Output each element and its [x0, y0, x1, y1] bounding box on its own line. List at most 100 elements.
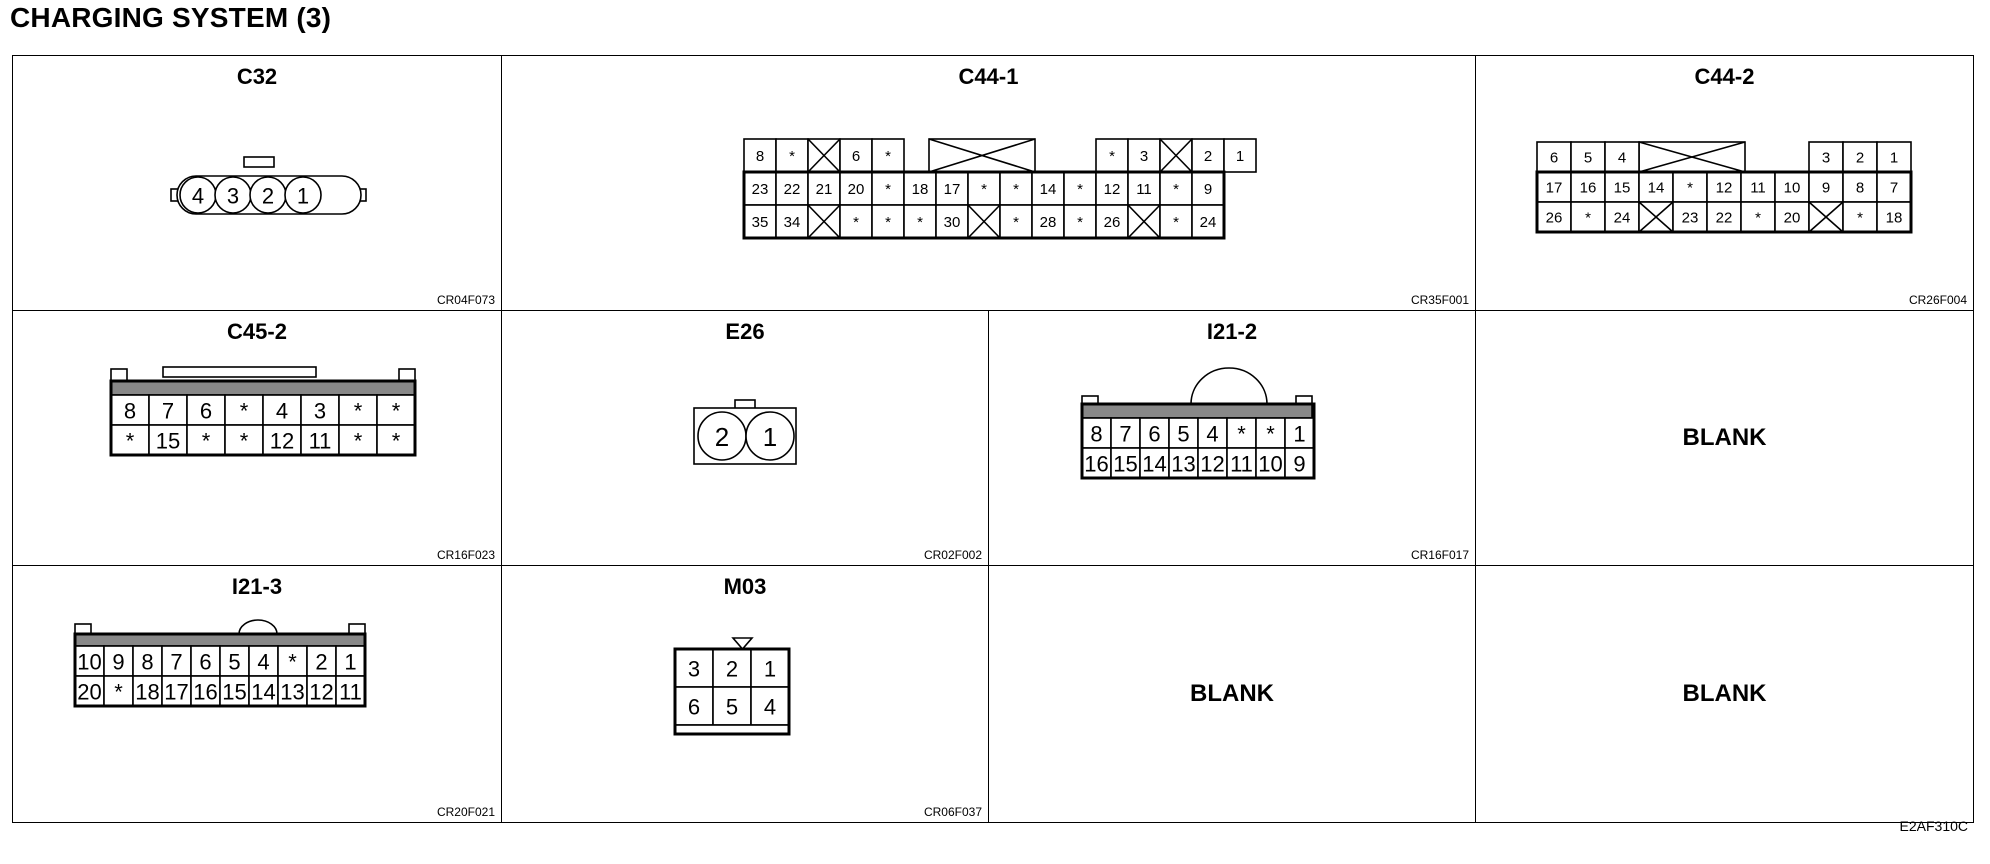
unused-pin-mark: *: [1755, 210, 1761, 227]
unused-pin-mark: *: [240, 429, 249, 454]
pin-number: 1: [297, 184, 309, 209]
pin-number: 5: [1177, 422, 1189, 447]
pin-number: 3: [227, 184, 239, 209]
pin-number: 12: [1200, 452, 1224, 477]
pin-number: 30: [944, 214, 961, 231]
pin-cell: [1063, 171, 1097, 206]
figure-code-footer: E2AF310C: [1899, 818, 1968, 834]
pin-number: 9: [1822, 180, 1830, 197]
pin-cell: [224, 394, 264, 426]
pin-number: 2: [1856, 150, 1864, 167]
connector-latch: [243, 156, 275, 168]
unused-pin-mark: *: [354, 429, 363, 454]
pin-number: 10: [1784, 180, 1801, 197]
connector-latch: [162, 366, 317, 378]
pin-number: 3: [1822, 150, 1830, 167]
pin-number: 10: [1258, 452, 1282, 477]
pin-number: 8: [1090, 422, 1102, 447]
unused-pin-mark: *: [885, 181, 891, 198]
pin-cell: [1842, 141, 1878, 173]
pin-one-triangle-marker: [731, 637, 754, 651]
pin-cell: [1197, 447, 1228, 479]
unused-pin-mark: *: [853, 214, 859, 231]
pin-number: 12: [270, 429, 294, 454]
pin-number: 6: [1550, 150, 1558, 167]
pin-number: 22: [784, 181, 801, 198]
connector-outline: [73, 632, 367, 708]
pin-number: 9: [1293, 452, 1305, 477]
pin-number: 13: [280, 680, 304, 705]
pin-number: 2: [715, 422, 729, 452]
pin-number: 7: [1119, 422, 1131, 447]
pin-number: 23: [752, 181, 769, 198]
pin-number: 17: [164, 680, 188, 705]
connector-outline: [109, 379, 417, 457]
pin-number: 11: [1136, 181, 1152, 198]
pin-cell: [335, 645, 366, 677]
figure-code-c32: CR04F073: [436, 293, 495, 307]
pin-cell: [132, 645, 163, 677]
pin-cell: [871, 138, 905, 173]
pin-number: 16: [1084, 452, 1108, 477]
figure-code-e26: CR02F002: [923, 548, 982, 562]
pin-number: 4: [192, 184, 204, 209]
figure-code-m03: CR06F037: [923, 805, 982, 819]
page-title: CHARGING SYSTEM (3): [10, 2, 332, 33]
pin-cell: [110, 424, 150, 456]
pin-cell: [306, 645, 337, 677]
figure-code-i21-2: CR16F017: [1410, 548, 1469, 562]
pin-cell: [1063, 204, 1097, 239]
unused-pin-mark: *: [288, 650, 297, 675]
pin-cell: [871, 204, 905, 239]
pin-number: 5: [228, 650, 240, 675]
pin-number: 28: [1040, 214, 1057, 231]
pin-number: 14: [1648, 180, 1665, 197]
pin-cell: [743, 171, 777, 206]
pin-cell: [148, 424, 188, 456]
figure-code-c45-2: CR16F023: [436, 548, 495, 562]
unused-pin-mark: *: [1173, 214, 1179, 231]
pin-number: 23: [1682, 210, 1699, 227]
connector-title-c45-2: C45-2: [227, 319, 287, 344]
pin-cell: [103, 675, 134, 707]
pin-number: 22: [1716, 210, 1733, 227]
pin-cell: [300, 424, 340, 456]
connector-latch-arc: [1190, 367, 1268, 405]
pin-number: 18: [912, 181, 929, 198]
unused-pin-mark: *: [1077, 214, 1083, 231]
pin-number: 13: [1171, 452, 1195, 477]
unused-pin-mark: *: [981, 181, 987, 198]
unused-pin-mark: *: [789, 148, 795, 165]
pin-number: 14: [251, 680, 275, 705]
figure-code-c44-1: CR35F001: [1410, 293, 1469, 307]
pin-number: 8: [124, 399, 136, 424]
pin-cell: [1197, 417, 1228, 449]
unused-pin-mark: *: [240, 399, 249, 424]
unused-pin-mark: *: [1173, 181, 1179, 198]
pin-number: 24: [1614, 210, 1631, 227]
pin-number: 11: [309, 429, 332, 454]
pin-number: 2: [262, 184, 274, 209]
round-pin: [745, 411, 795, 461]
connector-shroud: [110, 380, 416, 396]
pin-number: 17: [1546, 180, 1563, 197]
pin-number: 12: [1104, 181, 1121, 198]
pin-cell: [1223, 138, 1257, 173]
pin-number: 3: [688, 657, 700, 682]
pin-number: 1: [1293, 422, 1305, 447]
pin-cell: [74, 675, 105, 707]
pin-number: 8: [141, 650, 153, 675]
blank-label: BLANK: [1190, 680, 1274, 707]
pin-number: 14: [1040, 181, 1057, 198]
pin-cell: [224, 424, 264, 456]
pin-number: 7: [170, 650, 182, 675]
connector-title-m03: M03: [723, 574, 767, 599]
pin-number: 5: [1584, 150, 1592, 167]
figure-code-c44-2: CR26F004: [1908, 293, 1967, 307]
unused-pin-mark: *: [1109, 148, 1115, 165]
